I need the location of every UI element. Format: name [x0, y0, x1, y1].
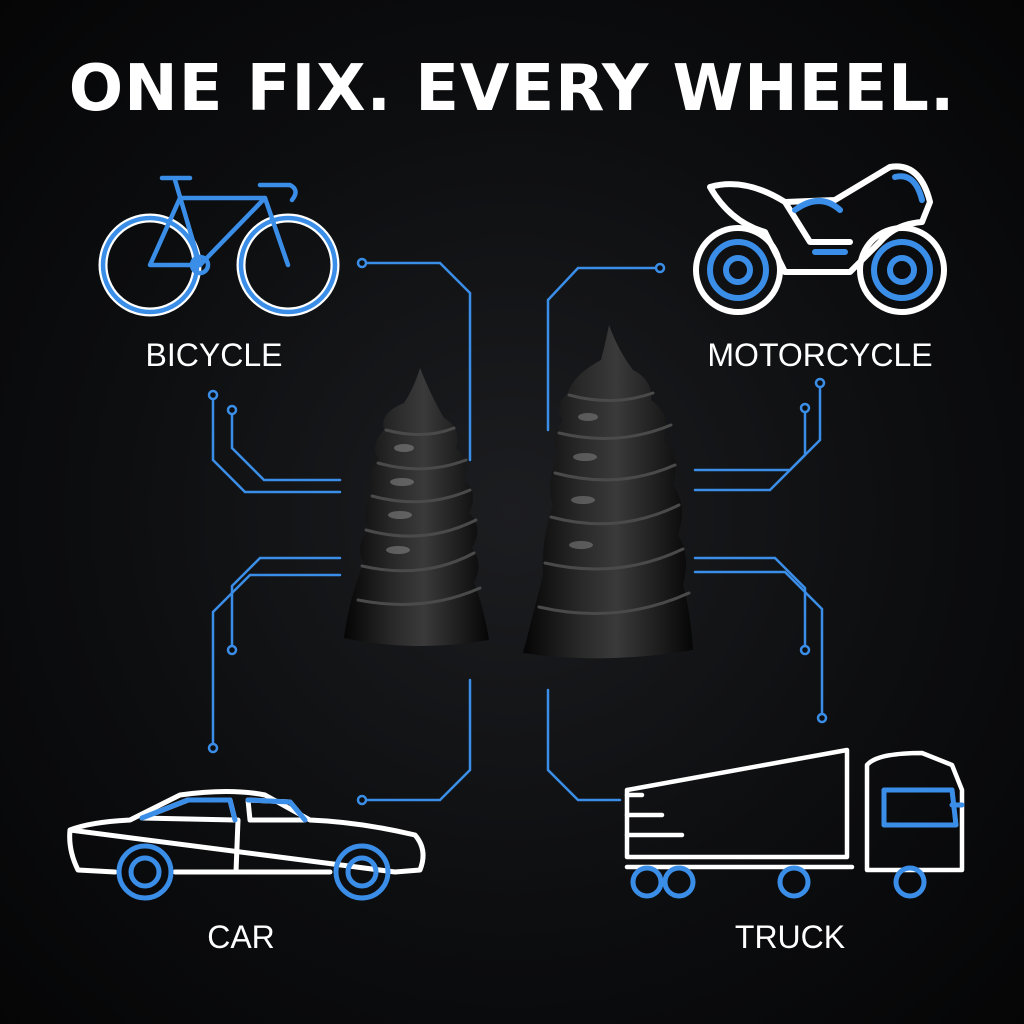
motorcycle-icon	[693, 163, 947, 315]
bicycle-label: BICYCLE	[146, 337, 283, 373]
connector-line	[230, 556, 342, 652]
connector-line	[230, 408, 342, 482]
connector-line	[693, 406, 807, 492]
rubber-plug-nail-icon	[523, 325, 693, 659]
connector-line	[360, 678, 472, 802]
bicycle-icon	[98, 175, 340, 317]
car-label: CAR	[207, 919, 275, 955]
connector-line	[360, 261, 472, 462]
motorcycle-label: MOTORCYCLE	[707, 337, 932, 373]
car-icon	[67, 789, 426, 901]
connector-line	[693, 381, 822, 472]
truck-icon	[624, 747, 965, 899]
connector-lines	[207, 257, 828, 806]
connector-line	[546, 688, 622, 802]
connector-line	[211, 573, 342, 750]
connector-line	[693, 556, 807, 652]
rubber-plug-nail-icon	[344, 368, 489, 647]
connector-line	[211, 393, 342, 494]
truck-label: TRUCK	[735, 919, 845, 955]
connector-line	[546, 266, 662, 432]
connector-line	[693, 570, 824, 720]
headline: ONE FIX. EVERY WHEEL.	[68, 52, 956, 126]
